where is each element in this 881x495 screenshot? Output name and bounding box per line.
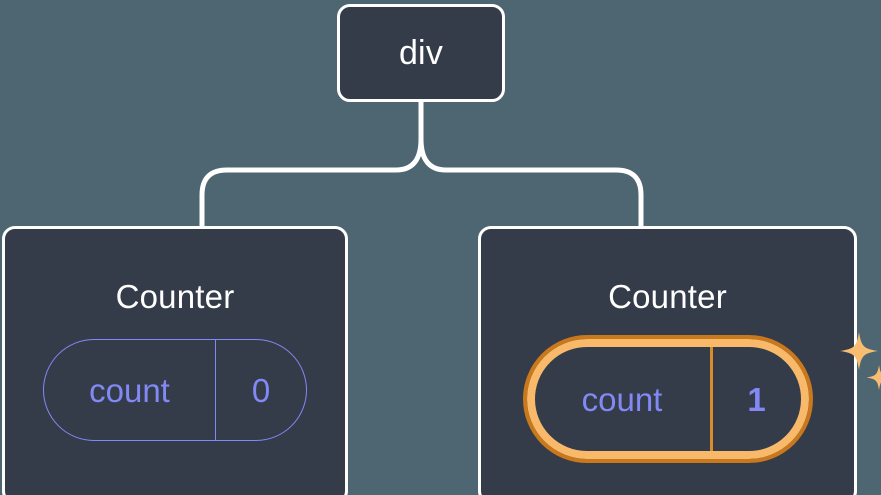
node-div[interactable]: div [337,4,505,102]
state-key-right: count [581,380,663,418]
state-pill-left-wrap: count 0 [43,339,307,441]
state-key-left: count [89,371,170,409]
connector-branch-left [199,138,424,228]
state-pill-left[interactable]: count 0 [43,339,307,441]
state-pill-right[interactable]: count 1 [522,335,813,463]
sparkle-icon [839,332,881,390]
node-counter-right-label: Counter [608,278,727,315]
node-counter-left-label: Counter [115,278,235,315]
state-pill-right-wrap: count 1 [522,332,881,463]
node-counter-left[interactable]: Counter count 0 [2,226,348,495]
node-counter-right[interactable]: Counter count 1 [478,226,881,495]
state-value-right: 1 [709,347,801,451]
node-div-label: div [398,34,444,72]
connector-branch-right [418,138,644,228]
sparkle-large-icon [839,332,878,370]
sparkle-small-icon [866,365,881,390]
state-value-left: 0 [215,340,306,440]
